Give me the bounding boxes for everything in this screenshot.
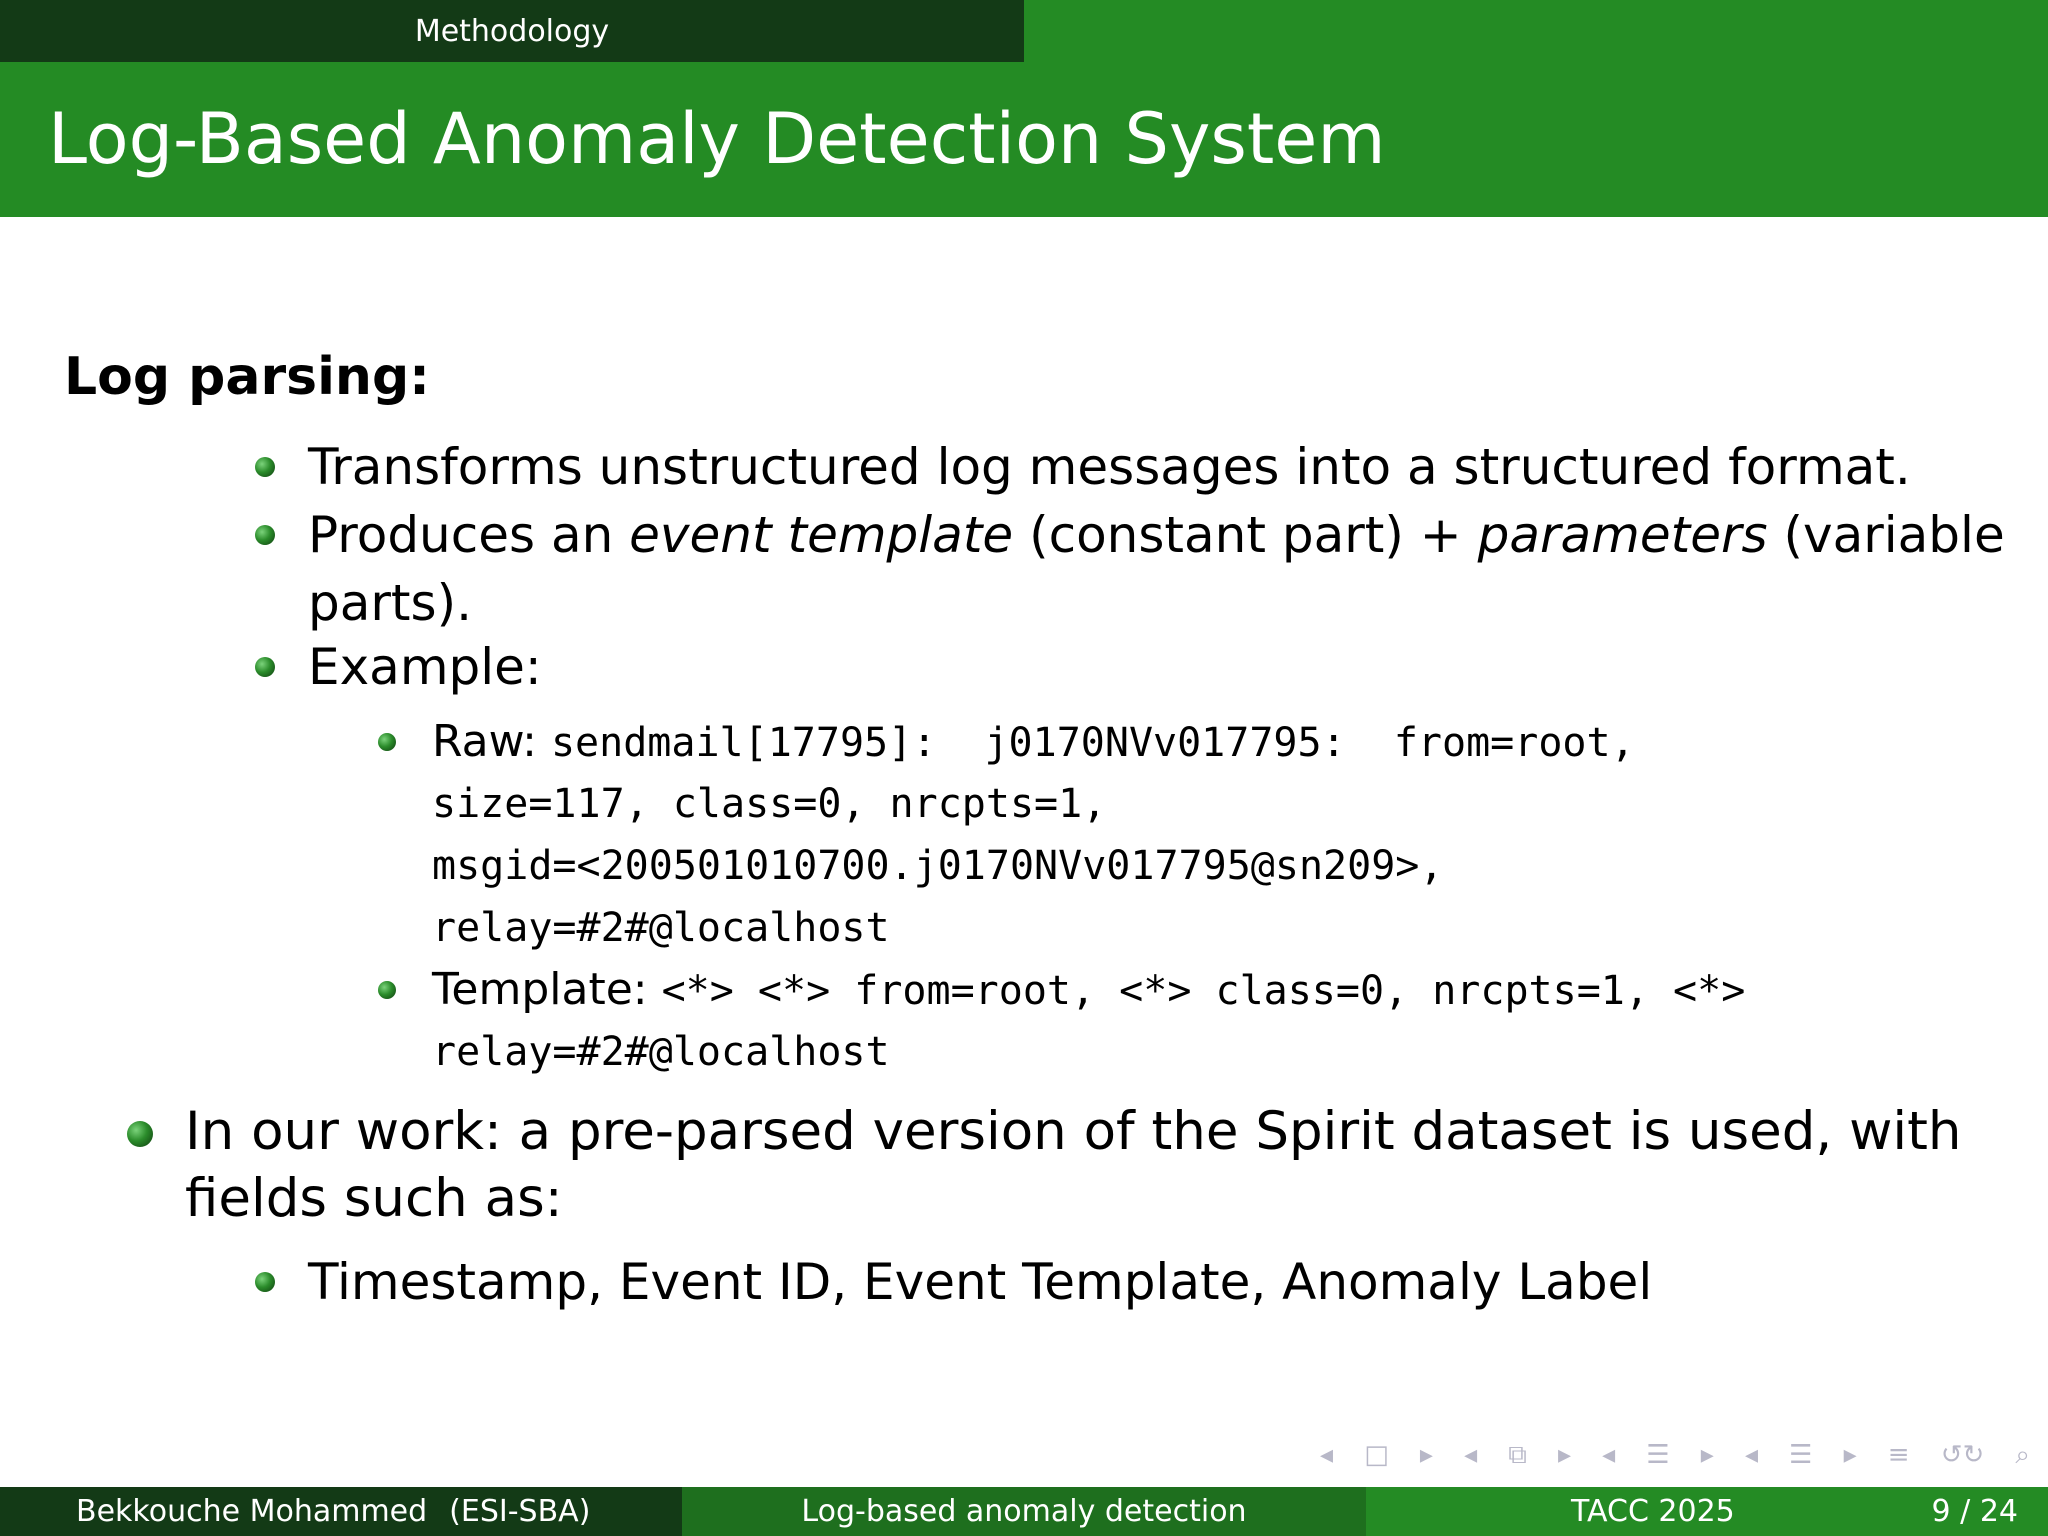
header-bar: Methodology <box>0 0 2048 62</box>
arrow-left-icon[interactable]: ◂ <box>1464 1440 1478 1470</box>
template-line-2: relay=#2#@localhost <box>432 1029 890 1075</box>
parameters-term: parameters <box>1477 506 1768 564</box>
raw-line-2: size=117, class=0, nrcpts=1, <box>432 781 1107 827</box>
footer-author-box: Bekkouche Mohammed (ESI-SBA) <box>0 1487 682 1536</box>
raw-code-1: sendmail[17795]: j0170NVv017795: from=ro… <box>550 720 1635 766</box>
arrow-right-icon[interactable]: ▸ <box>1557 1440 1572 1470</box>
template-code-1: <*> <*> from=root, <*> class=0, nrcpts=1… <box>661 968 1746 1014</box>
arrow-left-icon[interactable]: ◂ <box>1602 1440 1616 1470</box>
bullet-icon <box>127 1121 153 1147</box>
bullet-icon <box>255 1272 275 1292</box>
navigation-bar: ◂ □ ▸ ◂ ⧉ ▸ ◂ ☰ ▸ ◂ ☰ ▸ ≡ ↺↻ ⌕ <box>1320 1439 2030 1471</box>
bullet-icon <box>378 733 396 751</box>
slide-title: Log-Based Anomaly Detection System <box>0 62 2048 217</box>
footer-page-number: 9 / 24 <box>1931 1494 2018 1529</box>
raw-line-4: relay=#2#@localhost <box>432 905 890 951</box>
produces-prefix: Produces an <box>308 506 630 564</box>
subsection-icon[interactable]: ⧉ <box>1508 1439 1527 1470</box>
heading-log-parsing: Log parsing: <box>64 347 430 407</box>
arrow-right-icon[interactable]: ▸ <box>1700 1440 1714 1470</box>
bullet-produces-wrap: parts). <box>308 574 472 632</box>
bullet-example-text: Example: <box>308 638 542 696</box>
bullet-icon <box>378 981 396 999</box>
arrow-right-icon[interactable]: ▸ <box>1843 1440 1857 1470</box>
bullet-icon <box>255 457 275 477</box>
produces-mid: (constant part) + <box>1013 506 1478 564</box>
back-forward-icon[interactable]: ↺↻ <box>1940 1440 1985 1470</box>
footer: Bekkouche Mohammed (ESI-SBA) Log-based a… <box>0 1487 2048 1536</box>
template-label: Template: <box>432 964 662 1015</box>
arrow-left-icon[interactable]: ◂ <box>1744 1440 1759 1470</box>
footer-author: Bekkouche Mohammed <box>76 1494 428 1529</box>
slide-content: Log parsing: Transforms unstructured log… <box>0 217 2048 1427</box>
raw-line-1: Raw: sendmail[17795]: j0170NVv017795: fr… <box>432 711 1635 774</box>
search-icon[interactable]: ⌕ <box>2015 1439 2030 1470</box>
produces-suffix: (variable <box>1767 506 2005 564</box>
raw-label: Raw: <box>432 716 551 767</box>
footer-event-box: TACC 2025 9 / 24 <box>1366 1487 2048 1536</box>
footer-affiliation: (ESI-SBA) <box>449 1494 591 1529</box>
our-work-line-1: In our work: a pre-parsed version of the… <box>185 1101 1962 1162</box>
align-icon[interactable]: ≡ <box>1887 1440 1910 1470</box>
template-line-1: Template: <*> <*> from=root, <*> class=0… <box>432 959 1745 1022</box>
frame-icon[interactable]: □ <box>1364 1440 1389 1470</box>
bullet-produces-text: Produces an event template (constant par… <box>308 501 2005 569</box>
section-icon[interactable]: ☰ <box>1646 1440 1670 1470</box>
arrow-right-icon[interactable]: ▸ <box>1419 1440 1433 1470</box>
bullet-icon <box>255 525 275 545</box>
footer-short-title: Log-based anomaly detection <box>801 1494 1247 1529</box>
raw-line-3: msgid=<200501010700.j0170NVv017795@sn209… <box>432 843 1444 889</box>
our-work-line-2: fields such as: <box>185 1168 563 1229</box>
bullet-transforms-text: Transforms unstructured log messages int… <box>308 438 1911 496</box>
event-template-term: event template <box>629 506 1014 564</box>
fields-text: Timestamp, Event ID, Event Template, Ano… <box>308 1253 1653 1311</box>
section-title[interactable]: Methodology <box>0 0 1024 62</box>
bullet-icon <box>255 657 275 677</box>
section-icon[interactable]: ☰ <box>1789 1440 1813 1470</box>
footer-event: TACC 2025 <box>1571 1494 1735 1529</box>
footer-title-box: Log-based anomaly detection <box>682 1487 1366 1536</box>
arrow-left-icon[interactable]: ◂ <box>1320 1440 1334 1470</box>
